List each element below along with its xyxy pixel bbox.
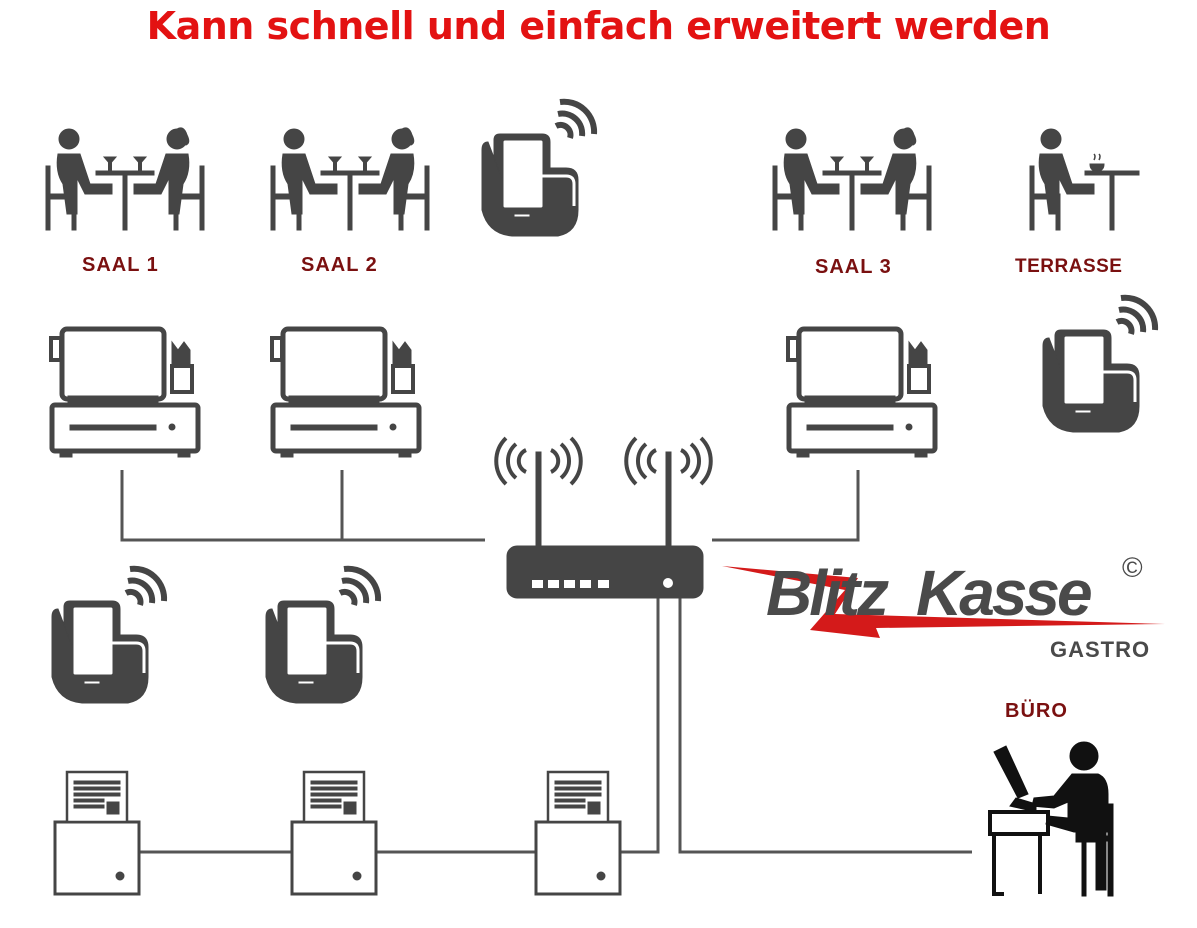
line-saal-terminals <box>120 470 485 542</box>
blitzkasse-logo-swoosh <box>722 566 1165 638</box>
pos-terminal-icon <box>272 329 419 457</box>
person-at-cafe-table-icon <box>1029 128 1140 231</box>
network-lines <box>120 470 972 854</box>
wifi-router-icon <box>494 436 713 599</box>
line-saal3-terminal <box>712 470 860 542</box>
people-at-table-icon <box>45 127 205 231</box>
brand-name-part1: Blitz <box>766 557 889 629</box>
pos-terminal-icon <box>51 329 198 457</box>
mobile-phone-wifi-icon <box>266 569 378 703</box>
people-at-table-icon <box>270 127 430 231</box>
label-saal-2: SAAL 2 <box>301 254 378 276</box>
label-saal-1: SAAL 1 <box>82 254 159 276</box>
label-saal-3: SAAL 3 <box>815 256 892 278</box>
receipt-printer-icon <box>290 770 378 896</box>
office-worker-icon <box>988 741 1114 897</box>
brand-name-part2: Kasse <box>916 557 1093 629</box>
mobile-phone-wifi-icon <box>1043 298 1155 432</box>
line-router-office <box>678 598 972 854</box>
people-at-table-icon <box>772 127 932 231</box>
pos-terminal-icon <box>788 329 935 457</box>
label-buero: BÜRO <box>1005 700 1068 722</box>
brand-subtitle: GASTRO <box>1050 637 1151 662</box>
receipt-printer-icon <box>53 770 141 896</box>
line-router-printer <box>620 598 660 854</box>
mobile-phone-wifi-icon <box>482 102 594 236</box>
diagram-title: Kann schnell und einfach erweitert werde… <box>146 4 1051 48</box>
copyright-mark: © <box>1122 552 1143 583</box>
label-terrasse: TERRASSE <box>1015 256 1123 277</box>
receipt-printer-icon <box>534 770 622 896</box>
mobile-phone-wifi-icon <box>52 569 164 703</box>
